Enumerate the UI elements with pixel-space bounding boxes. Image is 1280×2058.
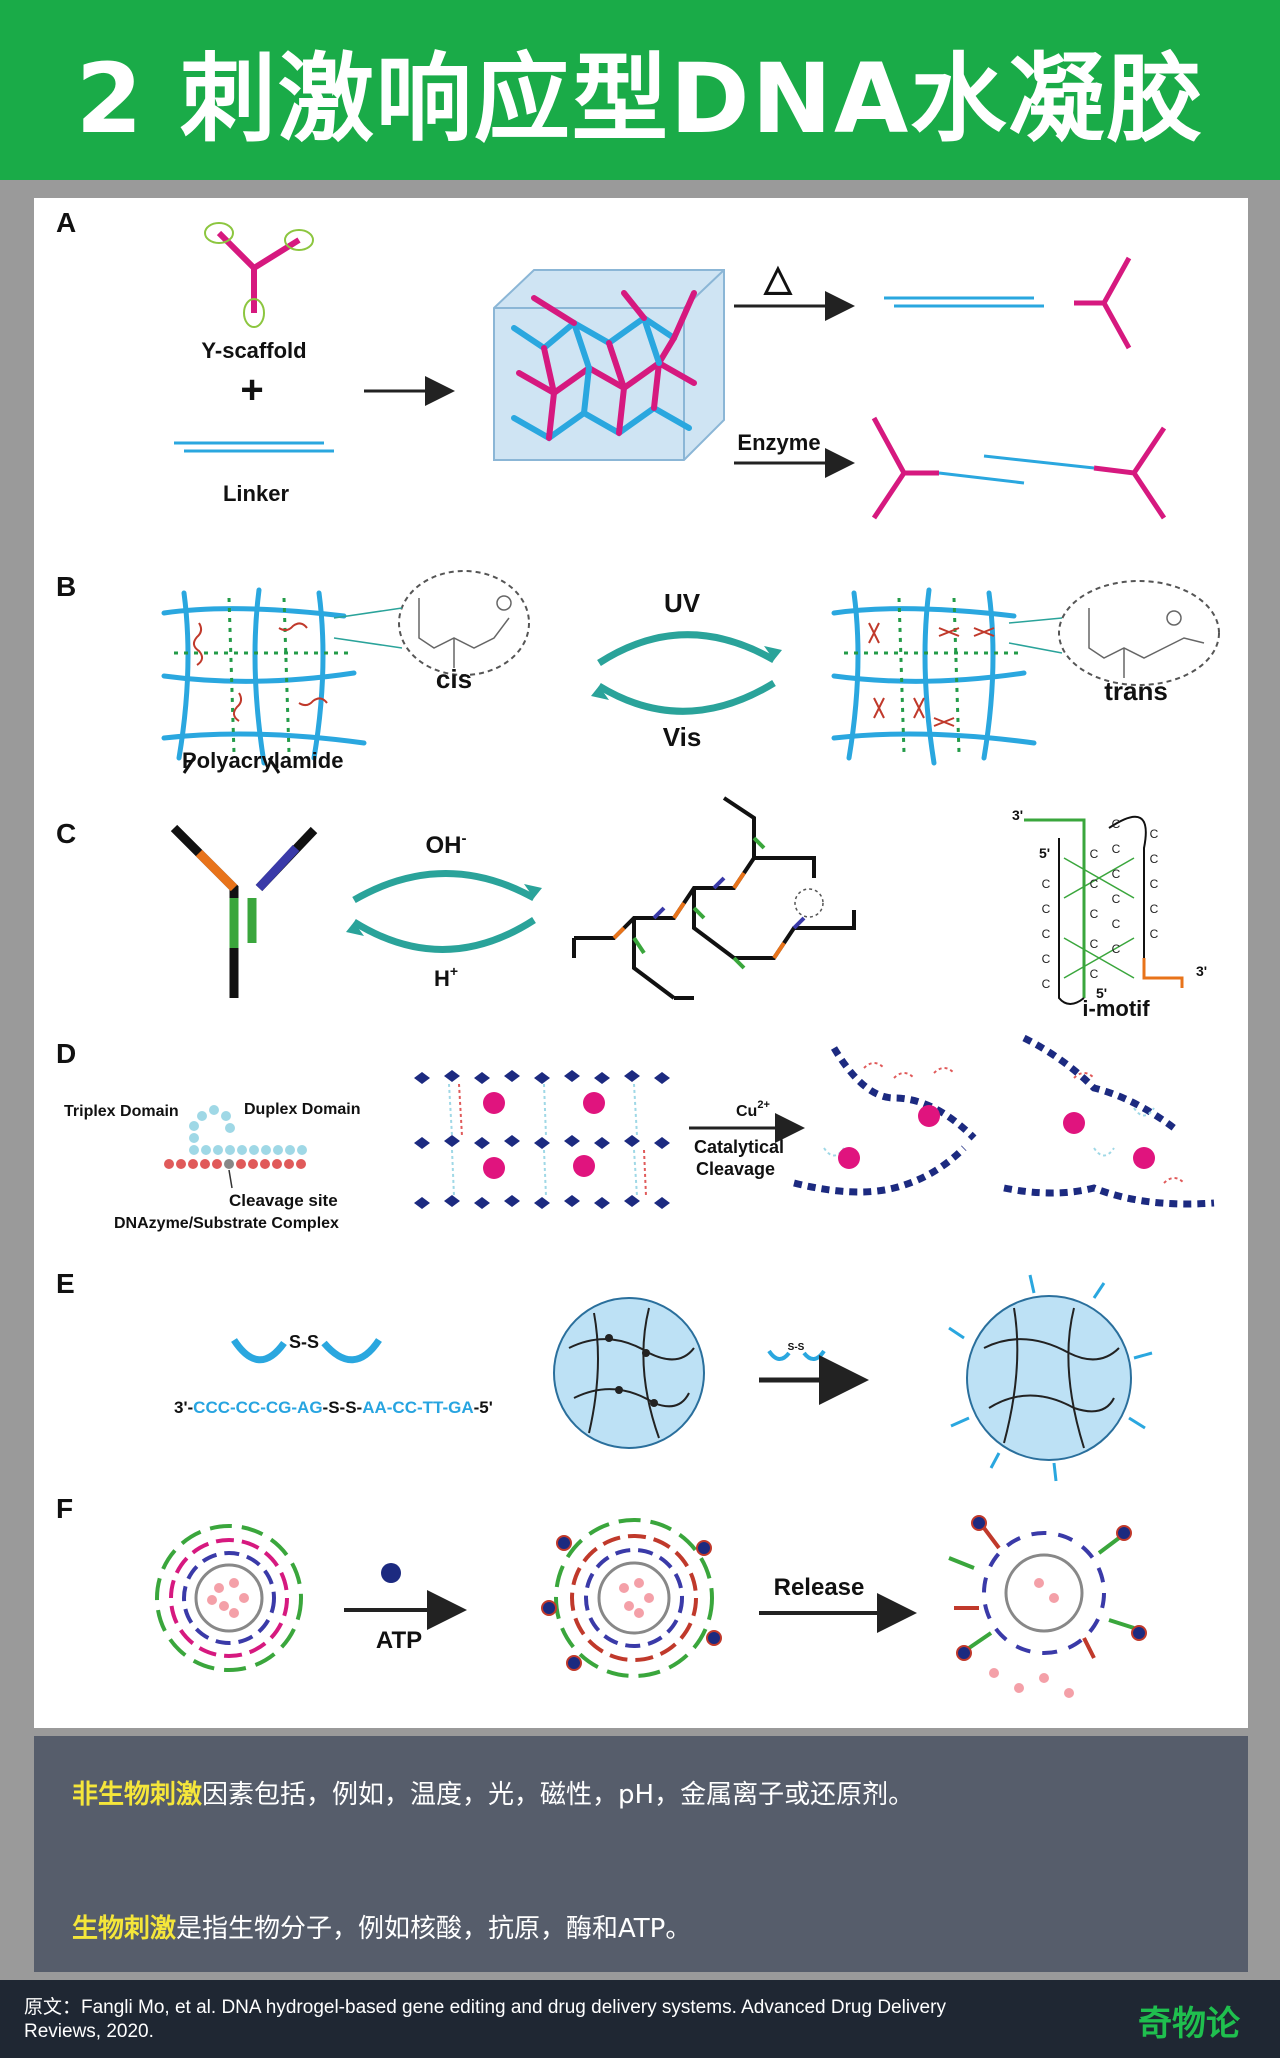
panel-e-label: E	[56, 1268, 75, 1299]
citation: 原文：Fangli Mo, et al. DNA hydrogel-based …	[24, 1997, 946, 2042]
i-motif-c-base: C	[1150, 827, 1159, 841]
i-motif-c-base: C	[1150, 927, 1159, 941]
linker-label: Linker	[223, 481, 289, 506]
panel-c-label: C	[56, 818, 76, 849]
panel-a-label: A	[56, 207, 76, 238]
crosslinked-microgel	[553, 1297, 705, 1449]
y-scaffold-icon	[204, 222, 314, 328]
release-label: Release	[774, 1574, 865, 1601]
i-motif-c-base: C	[1042, 902, 1051, 916]
sequence-segment: -S-S-	[323, 1398, 363, 1417]
i-motif-c-base: C	[1150, 902, 1159, 916]
hydrogel-cube	[493, 269, 725, 461]
uv-vis-cycle-arrows	[591, 631, 782, 715]
footer: 原文：Fangli Mo, et al. DNA hydrogel-based …	[0, 1980, 1280, 2058]
cis-label: cis	[436, 664, 472, 694]
duplex-domain-label: Duplex Domain	[244, 1101, 360, 1118]
abiotic-stimuli-text: 因素包括，例如，温度，光，磁性，pH，金属离子或还原剂。	[202, 1780, 915, 1810]
y-motif-network	[572, 796, 856, 1000]
polyacrylamide-label: Polyacrylamide	[182, 748, 343, 773]
atp-molecule-icon	[381, 1563, 401, 1583]
figure-panel: A Y-scaffold + Linker △ Enzyme	[34, 198, 1248, 1728]
i-motif-c-base: C	[1112, 867, 1121, 881]
sequence-segment: AA-CC-TT-GA	[362, 1398, 473, 1417]
summary-line-abiotic: 非生物刺激因素包括，例如，温度，光，磁性，pH，金属离子或还原剂。	[72, 1774, 914, 1811]
panel-f-label: F	[56, 1493, 73, 1524]
dnazyme-complex-label: DNAzyme/Substrate Complex	[114, 1215, 339, 1232]
cu-label: Cu2+	[736, 1099, 770, 1120]
atp-bound-nanoparticle	[541, 1518, 722, 1678]
sequence-segment: CCC-CC-CG-AG	[193, 1398, 322, 1417]
page-title: 2 刺激响应型DNA水凝胶	[75, 42, 1205, 155]
catalytical-label: Catalytical	[694, 1137, 784, 1157]
i-motif-c-base: C	[1090, 907, 1099, 921]
biotic-stimuli-highlight: 生物刺激	[72, 1914, 177, 1944]
dnazyme-hydrogel-cleaved	[793, 1034, 1215, 1208]
i-motif-c-base: C	[1090, 967, 1099, 981]
i-motif-c-base: C	[1112, 942, 1121, 956]
i-motif-c-base: C	[1042, 927, 1051, 941]
y-motif-monomer-icon	[170, 824, 318, 998]
panel-b-label: B	[56, 571, 76, 602]
biotic-stimuli-text: 是指生物分子，例如核酸，抗原，酶和ATP。	[176, 1914, 692, 1944]
i-motif-c-base: C	[1090, 937, 1099, 951]
hydrogel-network-trans	[831, 580, 1220, 766]
dnazyme-hydrogel-intact	[414, 1070, 670, 1209]
i-motif-c-base: C	[1042, 977, 1051, 991]
y-scaffold-label: Y-scaffold	[201, 338, 306, 363]
i-motif-c-base: C	[1042, 877, 1051, 891]
i-motif-c-base: C	[1112, 892, 1121, 906]
header-banner: 2 刺激响应型DNA水凝胶	[0, 0, 1280, 180]
summary-line-biotic: 生物刺激是指生物分子，例如核酸，抗原，酶和ATP。	[72, 1908, 691, 1945]
swollen-microgel	[948, 1274, 1153, 1482]
vis-label: Vis	[663, 722, 702, 752]
oh-label: OH-	[426, 830, 467, 859]
i-motif-c-base: C	[1112, 817, 1121, 831]
i-motif-c-base: C	[1112, 842, 1121, 856]
i-motif-c-base: C	[1112, 917, 1121, 931]
summary-textbox: 非生物刺激因素包括，例如，温度，光，磁性，pH，金属离子或还原剂。 生物刺激是指…	[34, 1736, 1248, 1972]
heat-symbol: △	[763, 257, 793, 298]
enzyme-products	[871, 416, 1167, 520]
dna-sequence: 3'-CCC-CC-CG-AG-S-S-AA-CC-TT-GA-5'	[174, 1398, 493, 1417]
triplex-domain-label: Triplex Domain	[64, 1103, 179, 1120]
i-motif-c-base: C	[1090, 847, 1099, 861]
i-motif-c-base: C	[1150, 852, 1159, 866]
i-motif-3prime-right: 3'	[1196, 963, 1207, 979]
sequence-segment: 3'-	[174, 1398, 193, 1417]
atp-label: ATP	[376, 1627, 422, 1654]
svg-text:S-S: S-S	[788, 1342, 805, 1353]
hydrogel-network-cis	[161, 570, 530, 774]
abiotic-stimuli-highlight: 非生物刺激	[72, 1780, 203, 1810]
plus-sign: +	[240, 368, 263, 412]
panel-d-label: D	[56, 1038, 76, 1069]
released-nanoparticle	[948, 1515, 1147, 1698]
disulfide-label: S-S	[289, 1332, 319, 1352]
i-motif-structure	[1024, 815, 1184, 1005]
figure-diagram: A Y-scaffold + Linker △ Enzyme	[56, 207, 1220, 1698]
sequence-segment: -5'	[474, 1398, 493, 1417]
i-motif-5prime-left: 5'	[1039, 845, 1050, 861]
brand-logo: 奇物论	[1138, 2004, 1240, 2044]
disulfide-cleavage-arrow-icon: S-S	[759, 1342, 869, 1405]
atp-aptamer-nanoparticle	[155, 1524, 303, 1672]
trans-label: trans	[1104, 676, 1168, 706]
enzyme-label: Enzyme	[737, 430, 820, 455]
i-motif-3prime-top: 3'	[1012, 807, 1023, 823]
i-motif-c-base: C	[1150, 877, 1159, 891]
dnazyme-complex-icon	[164, 1105, 307, 1189]
cleavage-site-label: Cleavage site	[229, 1191, 338, 1210]
linker-icon	[174, 441, 334, 453]
uv-label: UV	[664, 588, 701, 618]
i-motif-5prime-bottom: 5'	[1096, 985, 1107, 1001]
i-motif-c-base: C	[1042, 952, 1051, 966]
h-label: H+	[434, 963, 458, 991]
i-motif-label: i-motif	[1082, 996, 1150, 1021]
disulfide-linker-icon	[231, 1337, 382, 1364]
ph-cycle-arrows	[346, 870, 542, 953]
i-motif-c-base: C	[1090, 877, 1099, 891]
cleavage-label: Cleavage	[696, 1159, 775, 1179]
heat-products	[884, 256, 1132, 350]
